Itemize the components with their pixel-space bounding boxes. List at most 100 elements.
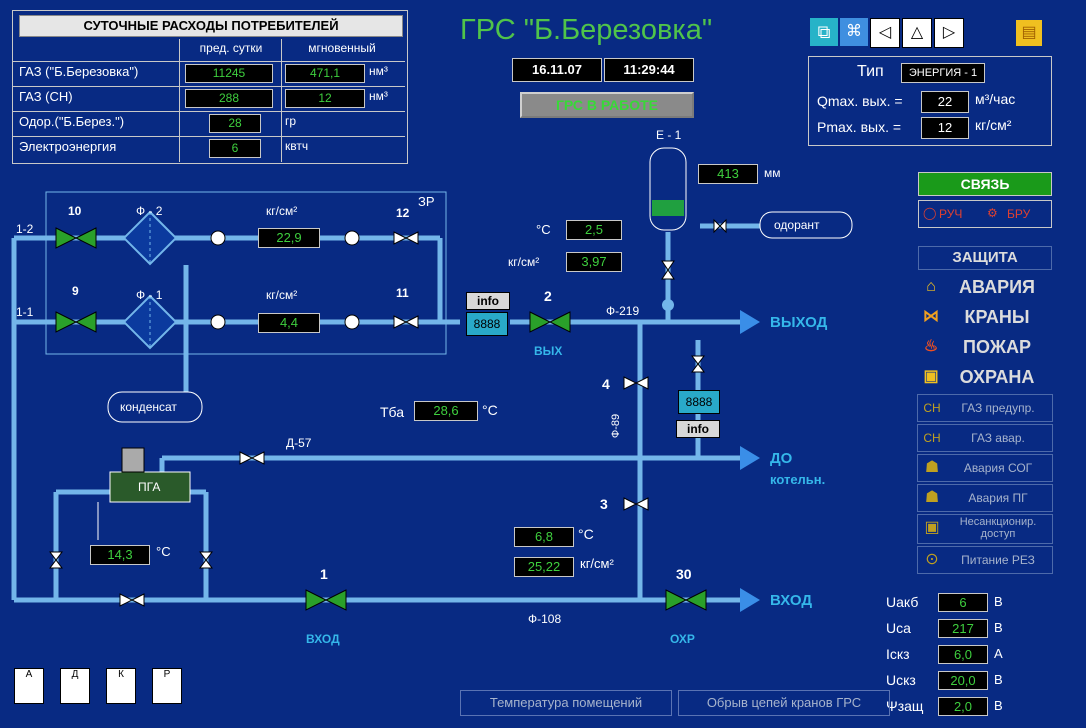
meter-label: Uскз (886, 672, 916, 688)
d57-label: Д-57 (286, 436, 312, 450)
inlet-press-value: 25,22 (514, 557, 574, 577)
arrow-up-icon[interactable]: △ (902, 18, 932, 48)
alarm-label: АВАРИЯ (959, 277, 1035, 297)
valve-4-label: 4 (602, 376, 610, 392)
gas-alarm-icon: CH (923, 431, 941, 445)
valve-10-label: 10 (68, 204, 82, 218)
status-button[interactable]: ГРС В РАБОТЕ (520, 92, 694, 118)
power-icon: ⊙ (925, 551, 939, 568)
guard-label: ОХРАНА (959, 367, 1035, 387)
qmax-label: Qmax. вых. = (817, 93, 903, 109)
valve-3-label: 3 (600, 496, 608, 512)
consumer-row: Одор.("Б.Берез.") 28 гр (13, 111, 405, 134)
arrow-right-icon[interactable]: ▷ (934, 18, 964, 48)
mode-switch[interactable]: ◯ РУЧ ⚙ БРУ (918, 200, 1052, 228)
row-name: Электроэнергия (19, 139, 117, 154)
connection-status[interactable]: СВЯЗЬ (918, 172, 1052, 196)
prev-value: 288 (185, 89, 273, 108)
unauthorized-access-button[interactable]: ▣Несанкционир. доступ (917, 514, 1053, 544)
exit-icon[interactable]: ▤ (1016, 20, 1042, 46)
unauthorized-icon: ▣ (924, 519, 940, 536)
network-icon[interactable]: ⌘ (840, 18, 868, 46)
upper-pressure-value: 22,9 (258, 228, 320, 248)
tank-label: Е - 1 (656, 128, 682, 142)
consumer-row: ГАЗ (СН) 288 12 нм³ (13, 86, 405, 109)
inst-value: 12 (285, 89, 365, 108)
valve-2-label: 2 (544, 288, 552, 304)
meter-unit: В (994, 672, 1003, 687)
pga-temp-value: 14,3 (90, 545, 150, 565)
time-display: 11:29:44 (604, 58, 694, 82)
reserve-power-button[interactable]: ⊙Питание РЕЗ (917, 546, 1053, 574)
valves-label: КРАНЫ (964, 307, 1030, 327)
unit: нм³ (369, 64, 388, 78)
filter-2-label: Ф - 2 (136, 204, 163, 218)
filter-1-label: Ф - 1 (136, 288, 163, 302)
entry-label: ВХОД (770, 592, 813, 609)
meter-label: Uакб (886, 594, 919, 610)
outlet-temp-value: 2,5 (566, 220, 622, 240)
protection-header: ЗАЩИТА (918, 246, 1052, 270)
type-value: ЭНЕРГИЯ - 1 (901, 63, 985, 83)
tank-level-value: 413 (698, 164, 758, 184)
alarm-pg-button[interactable]: ☗ Авария ПГ (917, 484, 1053, 512)
zr-label: ЗР (418, 194, 435, 209)
doc-k-icon[interactable]: К (106, 668, 136, 704)
lower-pressure-unit: кг/см² (266, 288, 298, 302)
meter-value: 6,0 (938, 645, 988, 664)
doc-r-icon[interactable]: Р (152, 668, 182, 704)
gas-alarm-label: ГАЗ авар. (971, 431, 1025, 445)
meter-label: Iскз (886, 646, 910, 662)
schema-icon[interactable]: ⧉ (810, 18, 838, 46)
alarm-pg-icon: ☗ (924, 489, 940, 506)
meter-unit: В (994, 594, 1003, 609)
ohr-label: ОХР (670, 632, 695, 646)
valve-11-label: 11 (396, 286, 409, 300)
bru-label: БРУ (1007, 207, 1031, 221)
info-button-2[interactable]: info (676, 420, 720, 438)
unit: гр (285, 114, 297, 128)
gas-alarm-button[interactable]: CH ГАЗ авар. (917, 424, 1053, 452)
vyh-label: ВЫХ (534, 344, 563, 358)
guard-icon: ▣ (923, 368, 939, 385)
gas-warning-button[interactable]: CH ГАЗ предупр. (917, 394, 1053, 422)
tank-level-unit: мм (764, 166, 781, 180)
doc-d-icon[interactable]: Д (60, 668, 90, 704)
row-name: Одор.("Б.Берез.") (19, 114, 125, 129)
tba-value: 28,6 (414, 401, 478, 421)
valves-button[interactable]: ⋈КРАНЫ (917, 304, 1051, 330)
prev-value: 11245 (185, 64, 273, 83)
doc-a-icon[interactable]: А (14, 668, 44, 704)
alarm-button[interactable]: ⌂ АВАРИЯ (917, 274, 1051, 300)
consumer-table: СУТОЧНЫЕ РАСХОДЫ ПОТРЕБИТЕЛЕЙ пред. сутк… (12, 10, 408, 164)
outlet-press-value: 3,97 (566, 252, 622, 272)
arrow-left-icon[interactable]: ◁ (870, 18, 900, 48)
room-temperature-button[interactable]: Температура помещений (460, 690, 672, 716)
gas-warning-label: ГАЗ предупр. (961, 401, 1035, 415)
type-label: Тип (857, 63, 884, 80)
guard-button[interactable]: ▣ ОХРАНА (917, 364, 1051, 390)
odorant-label: одорант (774, 218, 820, 232)
bru-icon: ⚙ (987, 206, 998, 220)
valve-30-label: 30 (676, 566, 692, 582)
valve-circuit-break-button[interactable]: Обрыв цепей кранов ГРС (678, 690, 890, 716)
pipe-scheme (11, 147, 853, 612)
tba-unit: °С (482, 402, 498, 418)
doc-k-label: К (118, 669, 124, 680)
prev-value: 6 (209, 139, 261, 158)
info-button-1[interactable]: info (466, 292, 510, 310)
f89-label: Ф-89 (610, 413, 623, 439)
prev-value: 28 (209, 114, 261, 133)
fire-button[interactable]: ♨ПОЖАР (917, 334, 1051, 360)
alarm-sog-button[interactable]: ☗Авария СОГ (917, 454, 1053, 482)
gas-warning-icon: CH (923, 401, 941, 415)
date-display: 16.11.07 (512, 58, 602, 82)
line-1-1-label: 1-1 (16, 305, 34, 319)
valve-1-label: 1 (320, 566, 328, 582)
consumer-table-title: СУТОЧНЫЕ РАСХОДЫ ПОТРЕБИТЕЛЕЙ (19, 15, 403, 37)
flow-counter-1: 8888 (466, 312, 508, 336)
exit-label: ВЫХОД (770, 314, 828, 331)
warning-house-icon: ⌂ (926, 278, 936, 295)
meter-unit: В (994, 620, 1003, 635)
alarm-pg-label: Авария ПГ (968, 491, 1028, 505)
